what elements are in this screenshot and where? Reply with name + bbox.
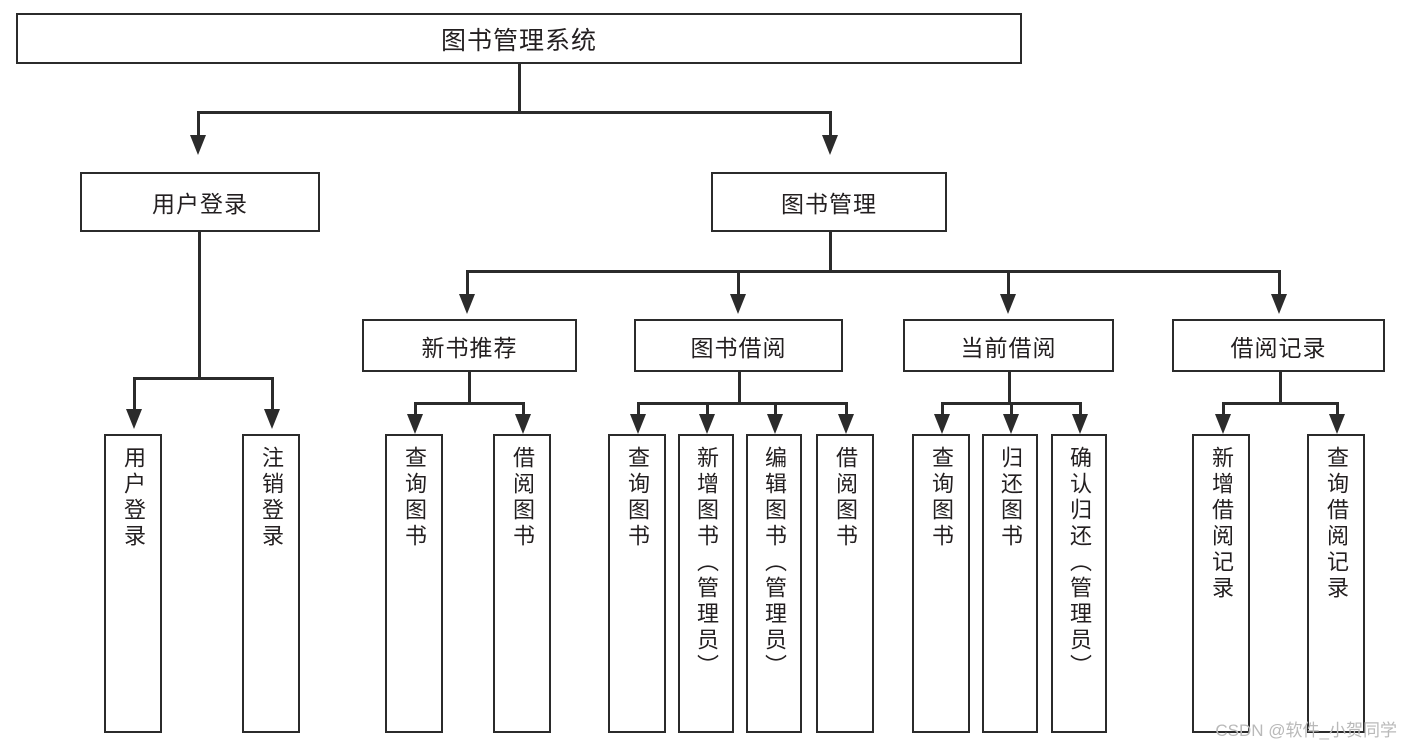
connector-records-bus: [1222, 402, 1338, 405]
connector-level3-bus: [466, 270, 1280, 273]
leaf-recommend-query-book-label: 查询图书: [402, 446, 427, 550]
arrow-to-new-book-recommend: [459, 294, 475, 314]
arrow-to-borrow-records: [1271, 294, 1287, 314]
leaf-borrow-query-book-label: 查询图书: [625, 446, 650, 550]
connector-level2-bus: [197, 111, 831, 114]
connector-borrow-bus: [637, 402, 847, 405]
node-book-manage-label: 图书管理: [781, 191, 877, 217]
leaf-records-query[interactable]: 查询借阅记录: [1307, 434, 1365, 733]
node-book-borrow-label: 图书借阅: [690, 334, 787, 361]
connector-level2-drop-1: [197, 111, 200, 137]
leaf-logout[interactable]: 注销登录: [242, 434, 300, 733]
arrow-to-current-borrow: [1000, 294, 1016, 314]
node-user-login-label: 用户登录: [152, 191, 248, 217]
arrow-to-leaf-records-add: [1215, 414, 1231, 434]
arrow-to-leaf-user-login: [126, 409, 142, 429]
leaf-borrow-add-book-label: 新增图书（管理员）: [694, 446, 719, 680]
leaf-borrow-lend-book[interactable]: 借阅图书: [816, 434, 874, 733]
arrow-to-book-borrow: [730, 294, 746, 314]
connector-records-drop-1: [1222, 402, 1225, 416]
leaf-recommend-query-book[interactable]: 查询图书: [385, 434, 443, 733]
node-borrow-records[interactable]: 借阅记录: [1172, 319, 1385, 372]
arrow-to-leaf-borrow-query: [630, 414, 646, 434]
arrow-to-leaf-recommend-borrow: [515, 414, 531, 434]
arrow-to-leaf-borrow-edit: [767, 414, 783, 434]
node-root[interactable]: 图书管理系统: [16, 13, 1022, 64]
connector-recommend-drop-2: [522, 402, 525, 416]
connector-borrow-drop-4: [845, 402, 848, 416]
node-user-login[interactable]: 用户登录: [80, 172, 320, 232]
connector-records-drop-2: [1336, 402, 1339, 416]
leaf-current-confirm-return[interactable]: 确认归还（管理员）: [1051, 434, 1107, 733]
node-current-borrow[interactable]: 当前借阅: [903, 319, 1114, 372]
connector-borrow-drop-3: [774, 402, 777, 416]
arrow-to-leaf-records-query: [1329, 414, 1345, 434]
leaf-borrow-query-book[interactable]: 查询图书: [608, 434, 666, 733]
arrow-to-leaf-logout: [264, 409, 280, 429]
leaf-current-return-book-label: 归还图书: [998, 446, 1023, 550]
connector-level3-drop-1: [466, 270, 469, 296]
arrow-to-leaf-current-return: [1003, 414, 1019, 434]
leaf-records-add[interactable]: 新增借阅记录: [1192, 434, 1250, 733]
connector-records-stem: [1279, 372, 1282, 404]
connector-level3-drop-3: [1007, 270, 1010, 296]
leaf-current-query-book[interactable]: 查询图书: [912, 434, 970, 733]
connector-recommend-bus: [414, 402, 524, 405]
arrow-to-user-login: [190, 135, 206, 155]
leaf-user-login-label: 用户登录: [121, 446, 146, 550]
connector-user-login-drop-2: [271, 377, 274, 411]
connector-borrow-drop-1: [637, 402, 640, 416]
connector-borrow-drop-2: [706, 402, 709, 416]
arrow-to-leaf-borrow-add: [699, 414, 715, 434]
connector-current-drop-3: [1079, 402, 1082, 416]
leaf-recommend-borrow-book-label: 借阅图书: [510, 446, 535, 550]
leaf-records-query-label: 查询借阅记录: [1324, 446, 1349, 602]
node-root-label: 图书管理系统: [440, 26, 597, 55]
arrow-to-leaf-recommend-query: [407, 414, 423, 434]
arrow-to-leaf-current-confirm: [1072, 414, 1088, 434]
connector-recommend-stem: [468, 372, 471, 404]
leaf-borrow-edit-book[interactable]: 编辑图书（管理员）: [746, 434, 802, 733]
leaf-borrow-edit-book-label: 编辑图书（管理员）: [762, 446, 787, 680]
leaf-records-add-label: 新增借阅记录: [1209, 446, 1234, 602]
leaf-logout-label: 注销登录: [259, 446, 284, 550]
arrow-to-leaf-current-query: [934, 414, 950, 434]
leaf-recommend-borrow-book[interactable]: 借阅图书: [493, 434, 551, 733]
node-book-borrow[interactable]: 图书借阅: [634, 319, 843, 372]
connector-book-manage-stem: [829, 232, 832, 272]
leaf-current-return-book[interactable]: 归还图书: [982, 434, 1038, 733]
arrow-to-leaf-borrow-lend: [838, 414, 854, 434]
connector-current-drop-1: [941, 402, 944, 416]
leaf-current-query-book-label: 查询图书: [929, 446, 954, 550]
connector-level3-drop-4: [1278, 270, 1281, 296]
node-new-book-recommend-label: 新书推荐: [421, 334, 518, 361]
connector-recommend-drop-1: [414, 402, 417, 416]
node-current-borrow-label: 当前借阅: [960, 334, 1057, 361]
connector-level3-drop-2: [737, 270, 740, 296]
connector-current-stem: [1008, 372, 1011, 404]
connector-level2-drop-2: [829, 111, 832, 137]
leaf-borrow-lend-book-label: 借阅图书: [833, 446, 858, 550]
connector-user-login-drop-1: [133, 377, 136, 411]
leaf-user-login[interactable]: 用户登录: [104, 434, 162, 733]
connector-current-drop-2: [1010, 402, 1013, 416]
arrow-to-book-manage: [822, 135, 838, 155]
leaf-current-confirm-return-label: 确认归还（管理员）: [1067, 446, 1092, 680]
connector-user-login-bus: [133, 377, 273, 380]
connector-borrow-stem: [738, 372, 741, 404]
node-book-manage[interactable]: 图书管理: [711, 172, 947, 232]
connector-root-stem: [518, 64, 521, 112]
node-borrow-records-label: 借阅记录: [1230, 334, 1327, 361]
node-new-book-recommend[interactable]: 新书推荐: [362, 319, 577, 372]
connector-user-login-stem: [198, 232, 201, 379]
leaf-borrow-add-book[interactable]: 新增图书（管理员）: [678, 434, 734, 733]
